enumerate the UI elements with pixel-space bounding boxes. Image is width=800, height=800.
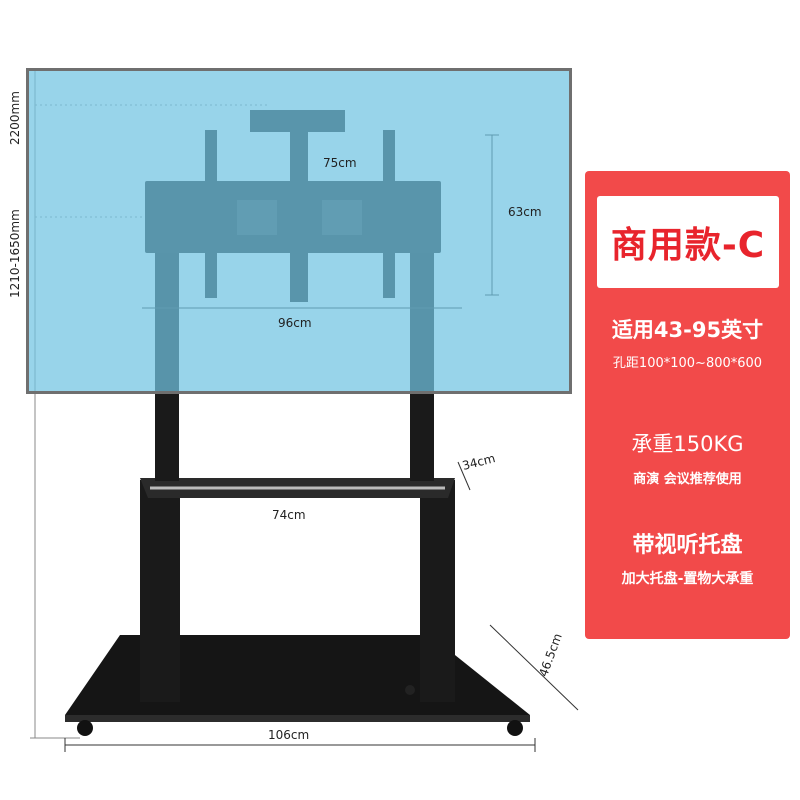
screen-size-fit: 适用43-95英寸 xyxy=(611,318,764,342)
model-title: 商用款-C xyxy=(610,225,766,266)
bracket-width-label: 96cm xyxy=(278,316,312,330)
vesa-spec: 孔距100*100~800*600 xyxy=(612,356,763,371)
tray-width-label: 74cm xyxy=(272,508,306,522)
stand-base xyxy=(65,635,530,736)
tray-title: 带视听托盘 xyxy=(632,533,743,558)
usage-note: 商演 会议推荐使用 xyxy=(633,472,742,487)
bracket-height-label: 75cm xyxy=(323,156,357,170)
screen-height-label: 63cm xyxy=(508,205,542,219)
av-tray-frame xyxy=(140,478,455,702)
tray-description: 加大托盘-置物大承重 xyxy=(621,571,754,587)
load-capacity: 承重150KG xyxy=(631,432,744,456)
tv-screen-outline xyxy=(26,68,572,394)
model-badge: 商用款-C xyxy=(597,196,779,288)
height-range-label: 1210-1650mm xyxy=(8,209,22,298)
base-width-label: 106cm xyxy=(268,728,310,742)
max-height-label: 2200mm xyxy=(8,91,22,145)
